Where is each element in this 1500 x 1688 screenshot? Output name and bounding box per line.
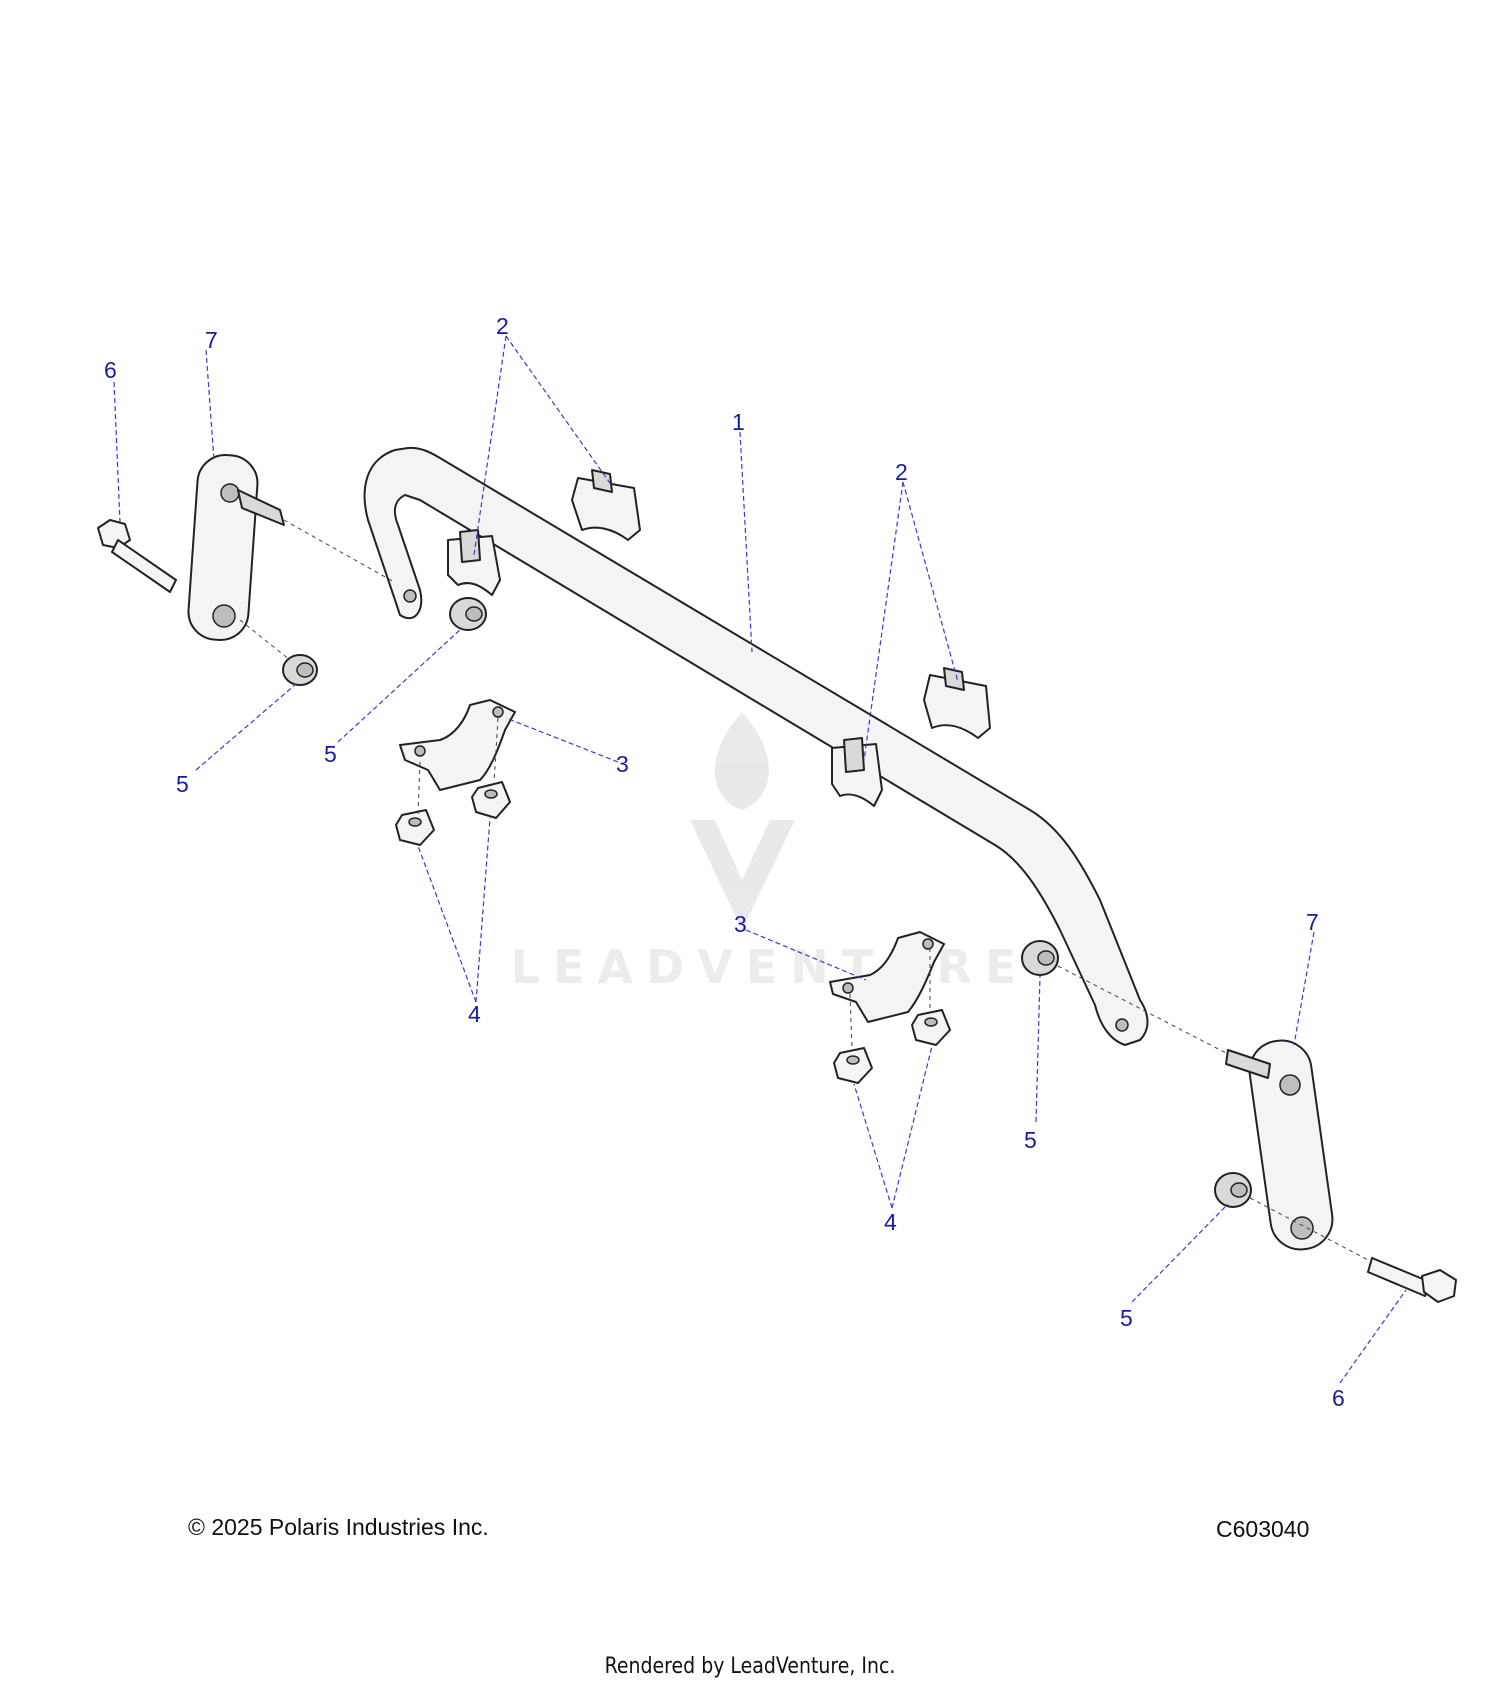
bushing-lower-left (447, 529, 501, 596)
callout-washer-left-outer: 5 (176, 771, 189, 797)
callout-link-right: 7 (1306, 909, 1319, 935)
bolt-left (97, 519, 177, 593)
watermark-logo (690, 712, 795, 930)
callout-bracket-left: 3 (616, 751, 629, 777)
stabilizer-bar (363, 446, 1149, 1046)
rendered-by-credit: Rendered by LeadVenture, Inc. (604, 1654, 896, 1679)
callout-nut-left: 4 (468, 1001, 481, 1027)
callout-washer-right-upper: 5 (1024, 1127, 1037, 1153)
callout-bracket-right: 3 (734, 911, 747, 937)
bushing-upper-right (923, 667, 991, 739)
bolt-right (1367, 1257, 1457, 1303)
end-link-right (1225, 1039, 1334, 1251)
assembly-guides (239, 519, 1373, 1263)
bushing-lower-right (831, 737, 883, 807)
nut-right-b (911, 1009, 951, 1046)
nut-left-a (395, 809, 435, 846)
figure-code: C603040 (1216, 1516, 1310, 1542)
leader-lines (113, 335, 1407, 1384)
nut-right-a (833, 1047, 873, 1084)
callout-washer-left-inner: 5 (324, 741, 337, 767)
callout-link-left: 7 (205, 327, 218, 353)
callout-bushing-right: 2 (895, 459, 908, 485)
callout-bolt-right: 6 (1332, 1385, 1345, 1411)
washer-left-outer (282, 654, 318, 686)
bushing-upper-left (571, 469, 641, 541)
callout-bolt-left: 6 (104, 357, 117, 383)
callout-washer-right-lower: 5 (1120, 1305, 1133, 1331)
washer-left-inner (449, 597, 487, 631)
callout-labels: 1 2 2 3 3 4 4 5 5 5 5 6 6 7 7 (104, 313, 1345, 1411)
callout-bar: 1 (732, 409, 745, 435)
end-link-left (187, 454, 285, 641)
washer-right-upper (1021, 940, 1059, 976)
callout-nut-right: 4 (884, 1209, 897, 1235)
bracket-left (399, 699, 516, 791)
bracket-right (829, 931, 945, 1023)
callout-bushing-left: 2 (496, 313, 509, 339)
washer-right-lower (1214, 1172, 1252, 1208)
copyright-text: © 2025 Polaris Industries Inc. (188, 1514, 489, 1540)
nut-left-b (471, 781, 511, 819)
